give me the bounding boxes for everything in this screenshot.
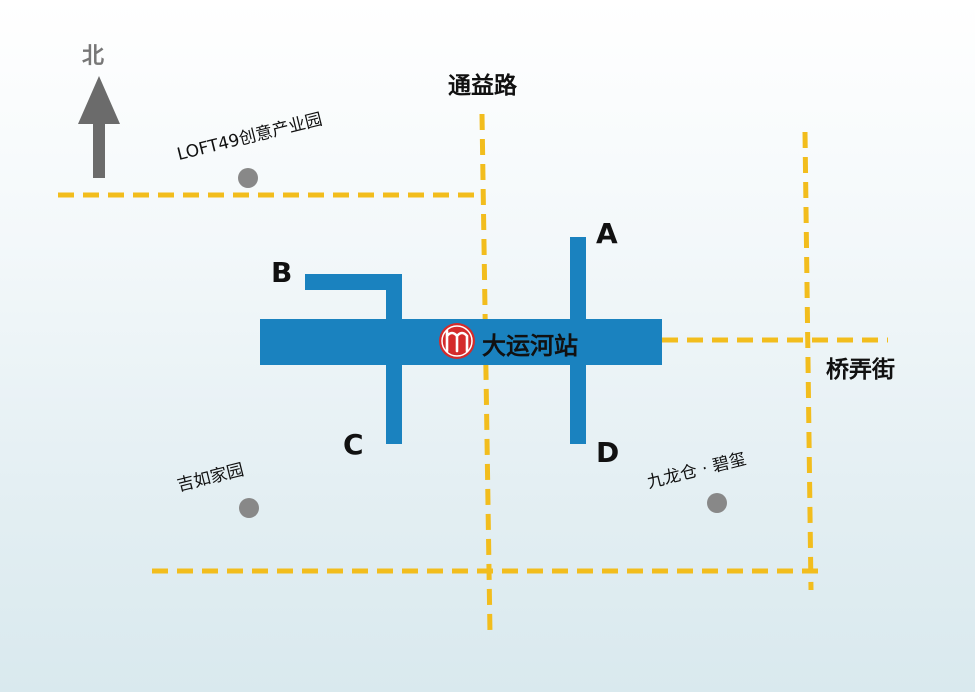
exit-label-d: D [596,436,620,469]
north-arrow-icon [78,76,120,178]
exit-b-passage [305,274,402,319]
poi-dots [238,168,727,518]
road-label-tongyi: 通益路 [448,73,517,99]
exit-a-passage [570,237,586,319]
exit-label-a: A [596,217,618,250]
station-name: 大运河站 [482,332,578,360]
exit-c-passage [386,365,402,444]
metro-logo-icon [439,323,475,359]
poi-dot-jiru [239,498,259,518]
poi-dot-jiulongcang [707,493,727,513]
poi-dot-loft [238,168,258,188]
road-tongyi-vertical [479,113,493,635]
north-label: 北 [82,44,105,69]
road-east-vertical [802,131,814,591]
road-label-qiaonong: 桥弄街 [826,357,895,383]
exit-label-b: B [271,256,293,289]
exit-d-passage [570,365,586,444]
exit-label-c: C [343,428,364,461]
roads [58,113,888,635]
